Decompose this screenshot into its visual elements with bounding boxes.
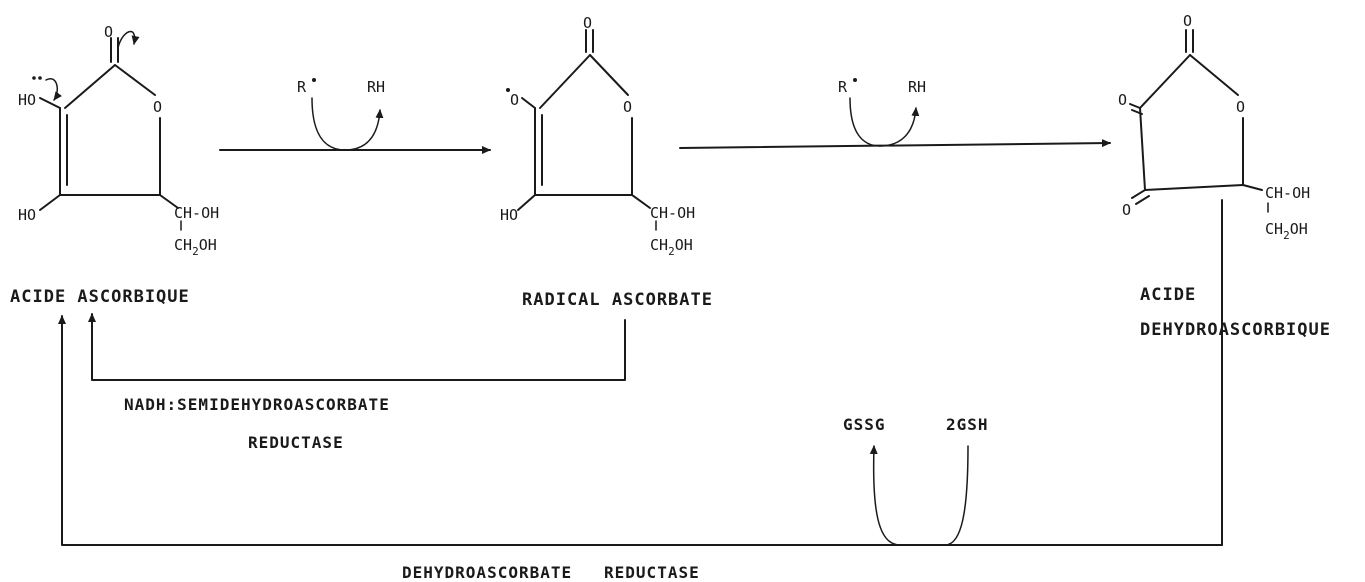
atom-keto-o-top: O bbox=[1118, 91, 1127, 109]
label-2gsh: 2GSH bbox=[946, 415, 989, 434]
bond-c2-o bbox=[521, 97, 536, 109]
radical-ascorbate-structure: O O O HO CH-OH CH2OH bbox=[500, 14, 695, 258]
atom-c3-hydroxyl: HO bbox=[500, 206, 518, 224]
electron-pair-icon bbox=[38, 76, 42, 80]
radical-entry-curve bbox=[849, 97, 881, 147]
electron-push-arrow-icon bbox=[45, 78, 62, 101]
bond-c3-keto-b bbox=[1135, 195, 1150, 205]
bond-c3-c2 bbox=[1139, 107, 1146, 191]
atom-choh: CH-OH bbox=[1265, 184, 1310, 202]
atom-ch2oh: CH2OH bbox=[650, 236, 693, 258]
bond-c1-c2 bbox=[539, 54, 591, 109]
reaction-arrow-2 bbox=[679, 139, 1111, 149]
bond-c1-c2 bbox=[64, 64, 116, 109]
radical-dot-icon bbox=[312, 78, 316, 82]
bond-c1-o bbox=[114, 64, 156, 96]
rh-exit-curve bbox=[879, 107, 920, 147]
bond-c3-oh bbox=[39, 194, 61, 211]
bond-c1-o bbox=[589, 54, 629, 96]
recycle-arrow-semidehydro bbox=[88, 313, 626, 381]
bond-c4-chain bbox=[1242, 184, 1263, 191]
atom-choh: CH-OH bbox=[650, 204, 695, 222]
radical-dot-icon bbox=[506, 88, 510, 92]
bond-c3-keto-a bbox=[1131, 189, 1146, 199]
atom-carbonyl-o: O bbox=[104, 23, 113, 41]
radical-entry-curve bbox=[311, 97, 346, 151]
atom-choh: CH-OH bbox=[174, 204, 219, 222]
gsh-entry-curve bbox=[944, 445, 969, 546]
electron-push-arrow-icon bbox=[117, 30, 140, 49]
atom-ch2oh: CH2OH bbox=[1265, 220, 1308, 242]
label-gssg: GSSG bbox=[843, 415, 886, 434]
bond-c2-keto-b bbox=[1131, 109, 1143, 115]
label-nadh-semidehydro-reductase: NADH:SEMIDEHYDROASCORBATE bbox=[124, 395, 390, 414]
label-r-radical: R bbox=[297, 78, 307, 96]
label-rh: RH bbox=[908, 78, 926, 96]
label-rh: RH bbox=[367, 78, 385, 96]
label-dehydroascorbic-line2: DEHYDROASCORBIQUE bbox=[1140, 320, 1331, 340]
oxidation-step-2: R RH bbox=[679, 78, 1111, 149]
dehydroascorbic-acid-structure: O O O O CH-OH CH2OH bbox=[1118, 12, 1310, 242]
bond-c2-oh bbox=[39, 97, 61, 109]
electron-pair-icon bbox=[32, 76, 36, 80]
atom-ring-o: O bbox=[153, 98, 162, 116]
bond-c4-chain bbox=[631, 194, 651, 209]
atom-ring-o: O bbox=[623, 98, 632, 116]
atom-c2-hydroxyl: HO bbox=[18, 91, 36, 109]
atom-ch2oh: CH2OH bbox=[174, 236, 217, 258]
bond-c4-chain bbox=[159, 194, 179, 209]
bond-c1-c2 bbox=[1139, 54, 1191, 109]
atom-carbonyl-o: O bbox=[583, 14, 592, 32]
dehydroascorbate-reductase-pathway: GSSG 2GSH DEHYDROASCORBATE REDUCTASE bbox=[58, 199, 1223, 582]
bond-c1-o bbox=[1189, 54, 1239, 96]
bond-c2-keto-a bbox=[1129, 103, 1141, 109]
ascorbic-acid-structure: O O HO HO CH-OH CH2OH bbox=[18, 23, 219, 258]
gssg-exit-curve bbox=[869, 445, 901, 546]
bond-c3-oh bbox=[517, 194, 536, 211]
atom-ring-o: O bbox=[1236, 98, 1245, 116]
label-ascorbic-acid: ACIDE ASCORBIQUE bbox=[10, 287, 190, 307]
label-semidehydro-reductase-line2: REDUCTASE bbox=[248, 433, 344, 452]
bond-c4-c3 bbox=[1144, 184, 1244, 191]
radical-dot-icon bbox=[853, 78, 857, 82]
rh-exit-curve bbox=[344, 109, 384, 151]
label-dehydroascorbate-reductase: DEHYDROASCORBATE REDUCTASE bbox=[402, 563, 700, 582]
label-r-radical: R bbox=[838, 78, 848, 96]
atom-carbonyl-o: O bbox=[1183, 12, 1192, 30]
atom-c3-hydroxyl: HO bbox=[18, 206, 36, 224]
label-radical-ascorbate: RADICAL ASCORBATE bbox=[522, 290, 713, 310]
oxidation-step-1: R RH bbox=[219, 78, 491, 154]
label-dehydroascorbic-line1: ACIDE bbox=[1140, 285, 1196, 305]
atom-keto-o-bottom: O bbox=[1122, 201, 1131, 219]
semidehydroascorbate-reductase-pathway: NADH:SEMIDEHYDROASCORBATE REDUCTASE bbox=[88, 313, 626, 452]
atom-radical-o: O bbox=[510, 91, 519, 109]
recycle-arrow-dehydro bbox=[58, 315, 1223, 546]
